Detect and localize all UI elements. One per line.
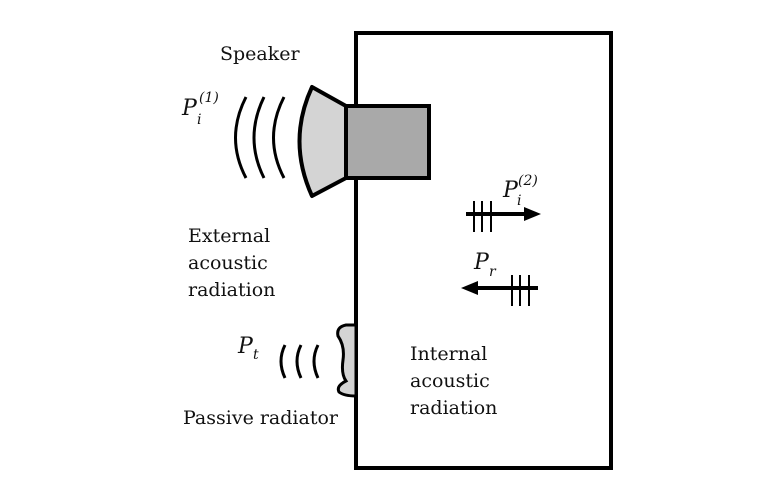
external-label-line3: radiation <box>188 279 275 301</box>
symbol-pr: P r <box>473 250 497 280</box>
speaker-magnet <box>344 104 431 180</box>
external-label-line2: acoustic <box>188 252 268 274</box>
internal-label-line2: acoustic <box>410 370 490 392</box>
wave-arc <box>312 344 320 379</box>
svg-text:(2): (2) <box>518 173 538 189</box>
svg-text:P: P <box>473 250 490 275</box>
passive-radiator <box>336 323 358 398</box>
internal-label-line1: Internal <box>410 343 487 365</box>
external-label-line1: External <box>188 225 270 247</box>
wave-arc <box>252 96 266 179</box>
symbol-pi1: P i (1) <box>181 90 219 128</box>
wave-arc <box>295 344 303 379</box>
external-sound-waves <box>234 96 286 179</box>
svg-text:i: i <box>197 112 201 128</box>
svg-text:(1): (1) <box>199 90 219 106</box>
passive-radiator-label: Passive radiator <box>183 407 339 429</box>
wave-arc <box>272 96 286 179</box>
reflected-wave-arrow <box>461 275 538 306</box>
enclosure-box <box>354 31 613 470</box>
internal-label-line3: radiation <box>410 397 497 419</box>
transmitted-sound-waves <box>279 344 320 379</box>
wave-arc <box>234 96 248 179</box>
incident-wave-arrow <box>466 201 541 232</box>
speaker-cone <box>297 85 348 198</box>
symbol-pt: P t <box>237 334 259 363</box>
svg-text:r: r <box>489 264 497 280</box>
svg-text:P: P <box>502 178 519 203</box>
svg-text:P: P <box>181 96 198 121</box>
wave-arc <box>279 344 287 379</box>
svg-text:P: P <box>237 334 254 359</box>
speaker-label: Speaker <box>220 43 301 65</box>
symbol-pi2: P i (2) <box>502 173 538 209</box>
svg-text:i: i <box>517 193 521 209</box>
svg-text:t: t <box>253 347 259 363</box>
